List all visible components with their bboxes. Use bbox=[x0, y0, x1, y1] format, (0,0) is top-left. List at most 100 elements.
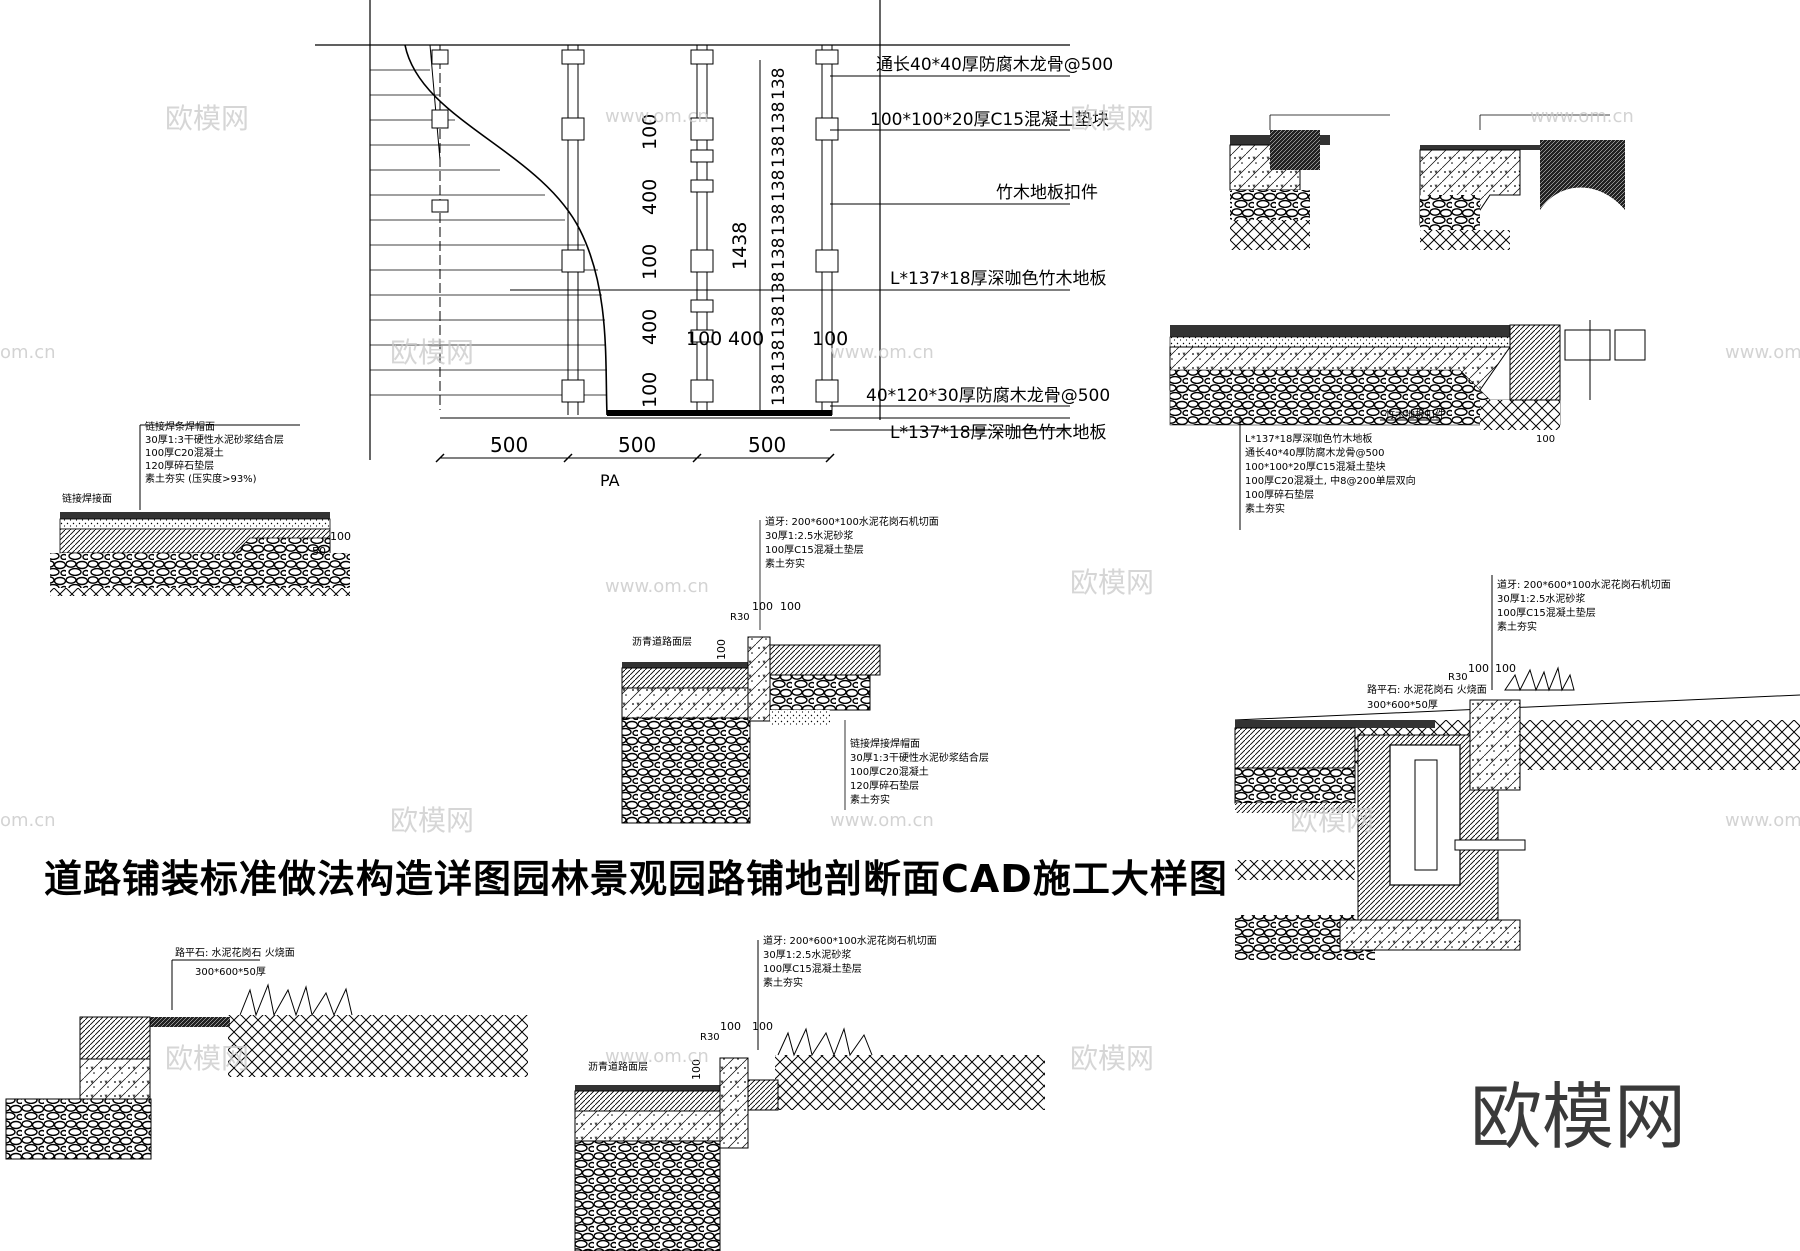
dim-138-4: 138 bbox=[769, 170, 789, 202]
section-f-callout-1: 道牙: 200*600*100水泥花岗石机切面 bbox=[763, 934, 937, 947]
section-b: 道牙: 200*600*100水泥花岗石机切面 30厚1:2.5水泥砂浆 100… bbox=[621, 515, 989, 824]
section-b-callout-b5: 素土夯实 bbox=[850, 793, 890, 806]
section-d: 道牙: 200*600*100水泥花岗石机切面 30厚1:2.5水泥砂浆 100… bbox=[1234, 575, 1800, 960]
plan-dim-v-3: 100 bbox=[639, 244, 661, 280]
section-b-radius: R30 bbox=[730, 612, 750, 623]
section-a-callout-3: 100厚C20混凝土 bbox=[145, 446, 224, 459]
section-b-dim-3: 100 bbox=[715, 639, 728, 660]
section-d-callout-4: 素土夯实 bbox=[1497, 620, 1537, 633]
section-e-label: 路平石: 水泥花岗石 火烧面 bbox=[175, 946, 295, 959]
dim-138-10: 138 bbox=[769, 374, 789, 406]
section-b-callout-b2: 30厚1:3干硬性水泥砂浆结合层 bbox=[850, 751, 989, 764]
section-b-callout-b1: 链接焊接焊帽面 bbox=[850, 737, 920, 750]
watermark-url-2: www.om.cn bbox=[1530, 106, 1634, 127]
section-f-radius: R30 bbox=[700, 1032, 720, 1043]
watermark-url-1: www.om.cn bbox=[605, 106, 709, 127]
section-b-callout-b3: 100厚C20混凝土 bbox=[850, 765, 929, 778]
plan-dim-inner-2: 400 bbox=[728, 328, 764, 350]
section-d-dim-2: 100 bbox=[1495, 662, 1516, 675]
section-b-label: 沥青道路面层 bbox=[632, 635, 692, 648]
section-c-callout-4: 100厚C20混凝土, 中8@200单层双向 bbox=[1245, 474, 1416, 487]
section-d-dim-1: 100 bbox=[1468, 662, 1489, 675]
plan-dim-v-4: 400 bbox=[639, 309, 661, 345]
dim-138-7: 138 bbox=[769, 272, 789, 304]
section-b-dim-2: 100 bbox=[780, 600, 801, 613]
section-a: 链接焊条焊帽面 30厚1:3干硬性水泥砂浆结合层 100厚C20混凝土 120厚… bbox=[50, 420, 351, 596]
dim-138-6: 138 bbox=[769, 238, 789, 270]
section-d-label: 路平石: 水泥花岗石 火烧面 bbox=[1367, 683, 1487, 696]
section-f-dim-3: 100 bbox=[690, 1059, 703, 1080]
section-d-size: 300*600*50厚 bbox=[1367, 699, 1438, 711]
dim-138-1: 138 bbox=[769, 68, 789, 100]
section-c-callout-3: 100*100*20厚C15混凝土垫块 bbox=[1245, 460, 1386, 473]
section-d-callout-2: 30厚1:2.5水泥砂浆 bbox=[1497, 592, 1585, 605]
section-a-callout-1: 链接焊条焊帽面 bbox=[145, 420, 215, 433]
section-a-callout-5: 素土夯实 (压实度>93%) bbox=[145, 472, 257, 485]
section-a-dim-2: 100 bbox=[330, 530, 351, 543]
section-a-callout-2: 30厚1:3干硬性水泥砂浆结合层 bbox=[145, 433, 284, 446]
watermark-url-3: om.cn bbox=[0, 342, 56, 363]
plan-callout-2: 100*100*20厚C15混凝土垫块 bbox=[870, 110, 1109, 130]
section-e: 路平石: 水泥花岗石 火烧面 300*600*50厚 bbox=[5, 946, 528, 1160]
plan-callout-5: 40*120*30厚防腐木龙骨@500 bbox=[866, 386, 1110, 406]
dim-138-5: 138 bbox=[769, 204, 789, 236]
dim-138-8: 138 bbox=[769, 306, 789, 338]
watermark-url-10: www.om.cn bbox=[605, 1046, 709, 1067]
plan-section-mark: PA bbox=[600, 471, 620, 490]
section-f-callout-2: 30厚1:2.5水泥砂浆 bbox=[763, 948, 851, 961]
watermark-url-5: www.om.cn bbox=[1725, 342, 1800, 363]
watermark-1: 欧模网 bbox=[165, 102, 249, 135]
watermark-8: 欧模网 bbox=[165, 1042, 249, 1075]
plan-dim-v-1: 100 bbox=[639, 114, 661, 150]
watermark-urls: www.om.cn www.om.cn om.cn www.om.cn www.… bbox=[0, 106, 1800, 1067]
section-a-dim-1: 50 bbox=[312, 545, 326, 558]
section-d-radius: R30 bbox=[1448, 672, 1468, 683]
watermark-url-8: www.om.cn bbox=[830, 810, 934, 831]
section-f-callout-4: 素土夯实 bbox=[763, 976, 803, 989]
drawing-title: 道路铺装标准做法构造详图园林景观园路铺地剖断面CAD施工大样图 bbox=[44, 857, 1228, 901]
section-c-label: 竹木地板扣件 bbox=[1385, 408, 1445, 421]
plan-callout-6: L*137*18厚深咖色竹木地板 bbox=[890, 423, 1107, 443]
watermark-7: 欧模网 bbox=[1070, 1042, 1154, 1075]
plan-dim-bottom-3: 500 bbox=[748, 433, 786, 457]
watermark-5: 欧模网 bbox=[390, 804, 474, 837]
plan-dim-bottom-1: 500 bbox=[490, 433, 528, 457]
watermark-3: 欧模网 bbox=[390, 336, 474, 369]
section-f-label: 沥青道路面层 bbox=[588, 1060, 648, 1073]
watermark-2: 欧模网 bbox=[1070, 102, 1154, 135]
watermark-url-6: www.om.cn bbox=[605, 576, 709, 597]
dim-138-2: 138 bbox=[769, 102, 789, 134]
section-f-dim-2: 100 bbox=[752, 1020, 773, 1033]
section-e-size: 300*600*50厚 bbox=[195, 966, 266, 978]
brand-logo-text: 欧模网 bbox=[1470, 1075, 1687, 1159]
section-c: L*137*18厚深咖色竹木地板 通长40*40厚防腐木龙骨@500 100*1… bbox=[1169, 320, 1646, 530]
section-b-callout-b4: 120厚碎石垫层 bbox=[850, 779, 919, 792]
plan-view: 通长40*40厚防腐木龙骨@500 100*100*20厚C15混凝土垫块 竹木… bbox=[315, 0, 1113, 490]
watermarks: 欧模网 欧模网 欧模网 欧模网 欧模网 欧模网 欧模网 欧模网 bbox=[165, 102, 1374, 1075]
section-c-dim: 100 bbox=[1536, 434, 1555, 445]
watermark-url-4: www.om.cn bbox=[830, 342, 934, 363]
watermark-url-7: om.cn bbox=[0, 810, 56, 831]
plan-callout-4: L*137*18厚深咖色竹木地板 bbox=[890, 269, 1107, 289]
plan-dims-138: 138 138 138 138 138 138 138 138 138 138 bbox=[769, 68, 789, 406]
plan-callout-1: 通长40*40厚防腐木龙骨@500 bbox=[876, 55, 1113, 75]
section-c-small bbox=[1229, 114, 1625, 250]
section-c-callout-5: 100厚碎石垫层 bbox=[1245, 488, 1314, 501]
dim-138-3: 138 bbox=[769, 136, 789, 168]
section-d-callout-3: 100厚C15混凝土垫层 bbox=[1497, 606, 1596, 619]
section-b-callout-3: 100厚C15混凝土垫层 bbox=[765, 543, 864, 556]
section-f-callout-3: 100厚C15混凝土垫层 bbox=[763, 962, 862, 975]
plan-dim-inner-3: 100 bbox=[812, 328, 848, 350]
plan-dim-v-2: 400 bbox=[639, 179, 661, 215]
section-b-dim-1: 100 bbox=[752, 600, 773, 613]
section-f: 道牙: 200*600*100水泥花岗石机切面 30厚1:2.5水泥砂浆 100… bbox=[574, 934, 1045, 1251]
section-c-callout-6: 素土夯实 bbox=[1245, 502, 1285, 515]
section-b-callout-1: 道牙: 200*600*100水泥花岗石机切面 bbox=[765, 515, 939, 528]
watermark-6: 欧模网 bbox=[1290, 804, 1374, 837]
watermark-4: 欧模网 bbox=[1070, 566, 1154, 599]
plan-dim-total: 1438 bbox=[729, 222, 751, 270]
section-a-label: 链接焊接面 bbox=[62, 492, 112, 505]
section-d-callout-1: 道牙: 200*600*100水泥花岗石机切面 bbox=[1497, 578, 1671, 591]
section-f-dim-1: 100 bbox=[720, 1020, 741, 1033]
